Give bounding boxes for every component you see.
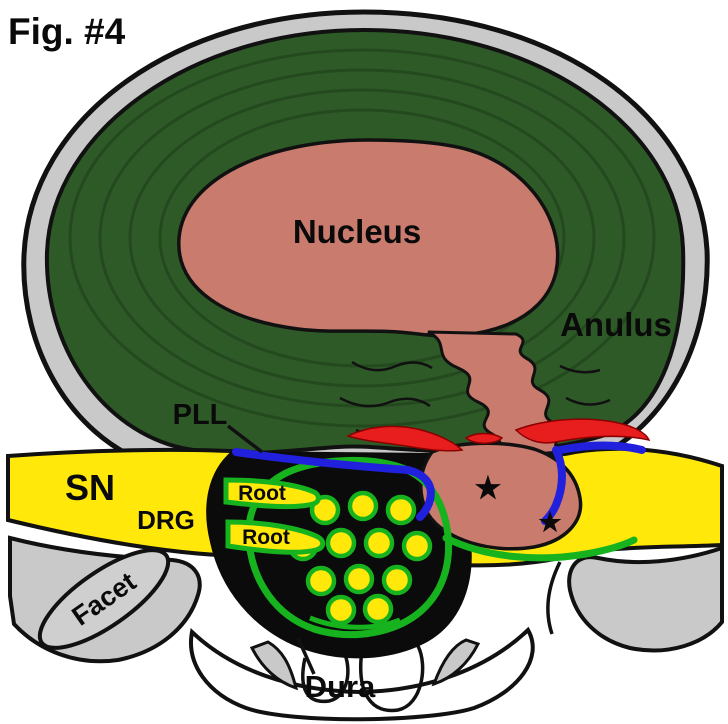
spinous-notch-left bbox=[301, 651, 350, 704]
dura-inner-line bbox=[309, 615, 401, 630]
anulus-label: Anulus bbox=[560, 306, 672, 343]
root-upper-label: Root bbox=[238, 482, 286, 505]
black-star-marker: ★ bbox=[475, 472, 502, 505]
drg-label: DRG bbox=[137, 505, 195, 535]
inflammation-patch-left bbox=[345, 425, 464, 452]
pll-ligament-line-far-right bbox=[556, 441, 646, 454]
torn-fiber-line bbox=[559, 364, 601, 374]
lamina-wedge-right bbox=[431, 638, 481, 687]
torn-fiber-line bbox=[351, 360, 433, 372]
pll-ligament-line-left bbox=[232, 448, 435, 521]
torn-fiber-line bbox=[565, 396, 611, 406]
nerve-sleeve-under-herniation bbox=[442, 534, 638, 562]
right-articular-process-shape bbox=[567, 545, 724, 653]
anulus-lamellae-ring bbox=[128, 88, 596, 388]
nerve-rootlet bbox=[305, 565, 337, 597]
nerve-rootlet bbox=[325, 527, 357, 559]
nerve-rootlet bbox=[347, 490, 379, 522]
red-star-marker: ★ bbox=[538, 507, 562, 537]
anulus-lamellae-ring bbox=[68, 48, 656, 428]
inflammation-patch-mid bbox=[464, 432, 504, 444]
nucleus-label: Nucleus bbox=[293, 213, 421, 250]
nerve-rootlet bbox=[343, 563, 375, 595]
nerve-rootlet bbox=[381, 564, 413, 596]
nucleus-shape bbox=[177, 138, 560, 338]
figure-caption: Fig. #4 bbox=[8, 11, 126, 52]
herniation-mass-shape bbox=[419, 441, 583, 551]
root-lower-label: Root bbox=[242, 526, 290, 549]
nerve-rootlet bbox=[363, 527, 395, 559]
root-sleeve-upper bbox=[223, 477, 321, 510]
dura-label: Dura bbox=[305, 669, 376, 704]
pll-pointer-line bbox=[226, 424, 264, 454]
facet-capsule-shape bbox=[37, 548, 171, 650]
right-lamina-contour bbox=[546, 561, 562, 635]
lamina-arch-shape bbox=[189, 626, 535, 722]
nerve-rootlet bbox=[362, 593, 394, 625]
nerve-rootlet bbox=[385, 494, 417, 526]
inflammation-patch-right bbox=[514, 418, 651, 444]
dura-pointer-line bbox=[296, 637, 316, 675]
nerve-rootlet bbox=[401, 530, 433, 562]
spinous-notch-right bbox=[359, 645, 425, 713]
nerve-rootlet bbox=[325, 594, 357, 626]
pll-label: PLL bbox=[173, 399, 228, 431]
sn-label: SN bbox=[65, 467, 115, 508]
torn-fiber-line bbox=[339, 396, 431, 408]
lamina-wedge-left bbox=[249, 640, 299, 691]
root-sleeve-lower bbox=[225, 519, 326, 555]
pll-ligament-line-right bbox=[541, 446, 566, 525]
